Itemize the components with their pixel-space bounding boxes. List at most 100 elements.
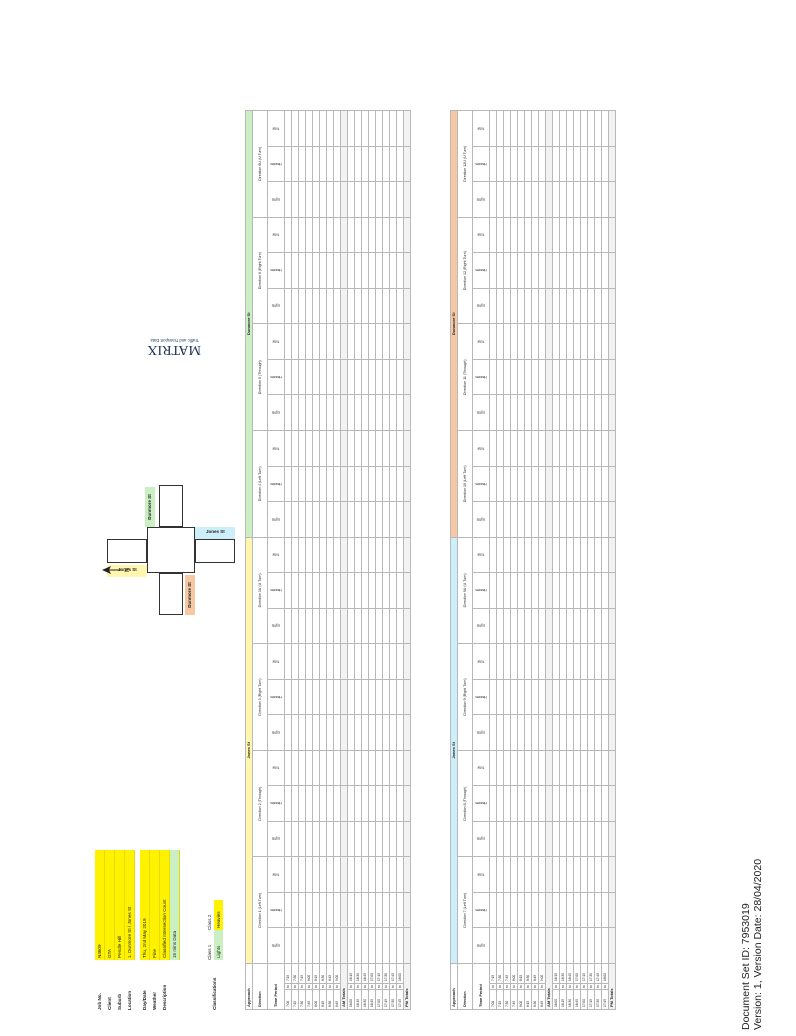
time-to: to <box>347 983 355 990</box>
count-cell <box>594 323 602 360</box>
time-end: 7:15 <box>489 963 497 984</box>
count-cell <box>389 394 397 431</box>
count-cell <box>354 643 362 680</box>
count-cell <box>524 892 532 928</box>
total-cell <box>403 750 411 786</box>
total-cell <box>340 394 348 431</box>
count-cell <box>552 892 560 928</box>
count-cell <box>489 714 497 751</box>
count-cell <box>580 110 588 147</box>
count-cell <box>587 608 595 644</box>
count-cell <box>284 466 292 502</box>
col-heavies: Heavies <box>267 146 285 182</box>
time-start: 8:15 <box>319 989 327 1010</box>
count-cell <box>559 927 567 964</box>
count-cell <box>312 359 320 395</box>
count-cell <box>538 714 546 751</box>
direction-header: Direction 8 (Through) <box>457 750 473 857</box>
total-cell <box>545 821 553 857</box>
am-totals-row: AM Totals <box>340 110 348 1010</box>
count-cell <box>517 821 525 857</box>
count-cell <box>396 537 404 573</box>
count-cell <box>531 714 539 751</box>
count-cell <box>354 394 362 431</box>
count-cell <box>326 181 334 218</box>
count-cell <box>524 714 532 751</box>
count-cell <box>538 359 546 395</box>
count-cell <box>375 466 383 502</box>
count-cell <box>382 892 390 928</box>
count-cell <box>559 252 567 289</box>
time-to: to <box>573 983 581 990</box>
count-cell <box>531 430 539 467</box>
count-cell <box>538 679 546 715</box>
meta-label: Suburb <box>117 993 122 1010</box>
direction-header: Direction 10 (Left Turn) <box>457 430 473 538</box>
time-to: to <box>559 983 567 990</box>
count-cell <box>361 181 369 218</box>
total-cell <box>403 643 411 680</box>
count-cell <box>333 892 341 928</box>
count-cell <box>510 181 518 218</box>
count-cell <box>361 217 369 253</box>
count-cell <box>298 252 306 289</box>
count-cell <box>284 643 292 680</box>
direction-label: Direction <box>252 963 268 1010</box>
count-cell <box>284 430 292 467</box>
count-cell <box>354 679 362 715</box>
count-cell <box>601 856 609 893</box>
count-cell <box>305 643 313 680</box>
count-cell <box>361 892 369 928</box>
count-cell <box>347 714 355 751</box>
count-cell <box>291 359 299 395</box>
count-cell <box>291 892 299 928</box>
count-cell <box>298 785 306 822</box>
count-cell <box>375 927 383 964</box>
count-cell <box>326 750 334 786</box>
col-lights: Lights <box>472 927 490 964</box>
time-end: 17:30 <box>587 963 595 984</box>
count-cell <box>503 927 511 964</box>
count-cell <box>312 643 320 680</box>
time-start: 8:00 <box>312 989 320 1010</box>
total-cell <box>608 323 616 360</box>
approach-header: Jones St <box>450 537 458 964</box>
count-cell <box>382 679 390 715</box>
total-cell <box>340 359 348 395</box>
count-cell <box>333 181 341 218</box>
count-cell <box>566 572 574 609</box>
total-cell <box>340 323 348 360</box>
count-cell <box>601 359 609 395</box>
time-end: 16:30 <box>354 963 362 984</box>
total-cell <box>403 572 411 609</box>
count-cell <box>503 252 511 289</box>
count-cell <box>375 643 383 680</box>
count-cell <box>601 927 609 964</box>
time-start: 17:30 <box>594 989 602 1010</box>
count-cell <box>368 288 376 324</box>
count-cell <box>594 785 602 822</box>
time-to: to <box>496 983 504 990</box>
count-cell <box>566 608 574 644</box>
count-cell <box>552 927 560 964</box>
col-total: Total <box>267 750 285 786</box>
count-cell <box>496 892 504 928</box>
total-cell <box>545 679 553 715</box>
count-cell <box>531 394 539 431</box>
total-cell <box>545 181 553 218</box>
count-cell <box>531 821 539 857</box>
total-cell <box>340 217 348 253</box>
approach-label: Approach <box>450 963 458 1010</box>
count-cell <box>326 110 334 147</box>
total-cell <box>545 643 553 680</box>
total-cell <box>545 359 553 395</box>
count-cell <box>291 572 299 609</box>
count-cell <box>510 323 518 360</box>
count-cell <box>503 288 511 324</box>
